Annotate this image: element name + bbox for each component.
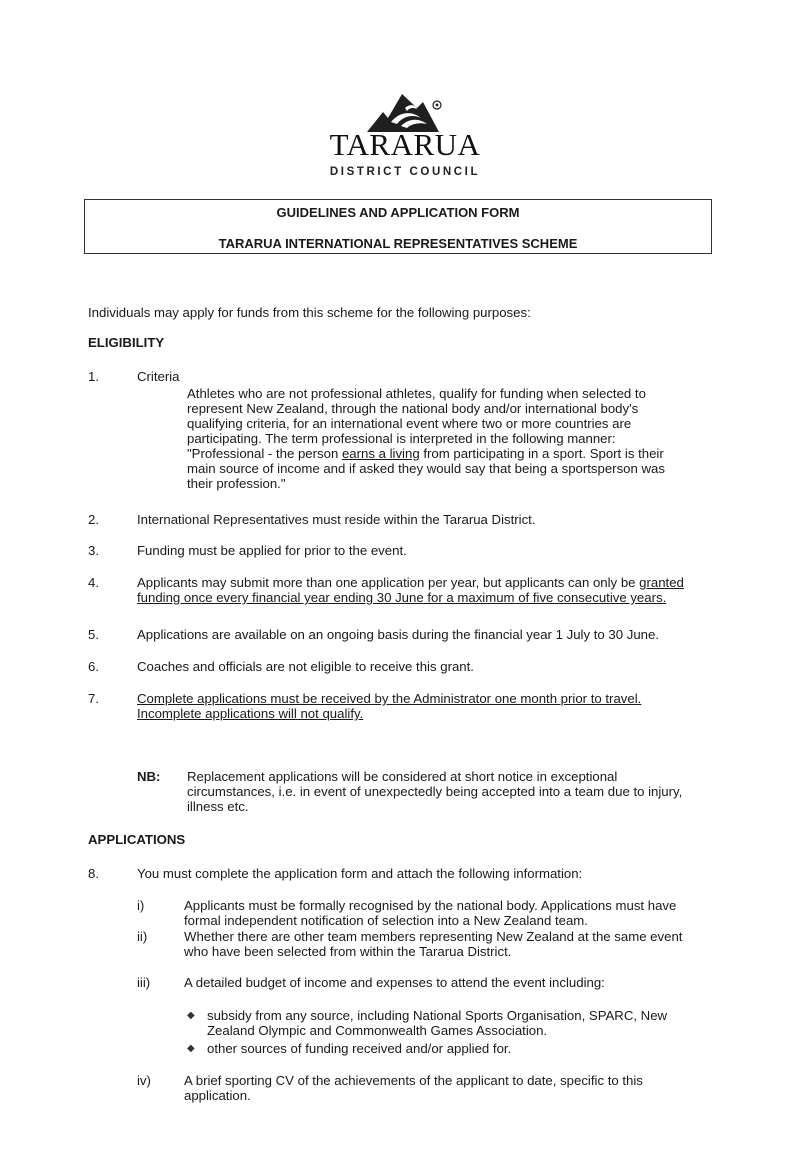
intro-text: Individuals may apply for funds from thi… xyxy=(88,305,531,320)
item-text: You must complete the application form a… xyxy=(137,866,583,881)
text-line: A brief sporting CV of the achievements … xyxy=(184,1073,643,1088)
org-name: TARARUA xyxy=(329,127,481,162)
applications-heading: APPLICATIONS xyxy=(88,832,186,847)
sub-item-number: iii) xyxy=(137,975,151,990)
form-title: GUIDELINES AND APPLICATION FORM xyxy=(276,205,520,220)
text-line: subsidy from any source, including Natio… xyxy=(207,1008,668,1023)
text-line: main source of income and if asked they … xyxy=(187,461,665,476)
council-logo xyxy=(355,82,465,140)
text-line: Applicants must be formally recognised b… xyxy=(184,898,677,913)
item-number: 2. xyxy=(88,512,99,527)
item-number: 3. xyxy=(88,543,99,558)
item-number: 5. xyxy=(88,627,99,642)
item-number: 1. xyxy=(88,369,99,384)
item-text: Coaches and officials are not eligible t… xyxy=(137,659,474,674)
underlined-text: Incomplete applications will not qualify… xyxy=(137,706,364,721)
eligibility-heading: ELIGIBILITY xyxy=(88,335,165,350)
scheme-title: TARARUA INTERNATIONAL REPRESENTATIVES SC… xyxy=(218,236,578,251)
text-line: illness etc. xyxy=(187,799,249,814)
org-subtitle: DISTRICT COUNCIL xyxy=(329,166,481,178)
text-line: Zealand Olympic and Commonwealth Games A… xyxy=(207,1023,548,1038)
bullet-text: subsidy from any source, including Natio… xyxy=(207,1008,709,1038)
text-line: circumstances, i.e. in event of unexpect… xyxy=(187,784,683,799)
item-number: 7. xyxy=(88,691,99,706)
sub-item-text: A detailed budget of income and expenses… xyxy=(184,975,605,990)
sub-item-number: ii) xyxy=(137,929,148,944)
sub-item-text: Whether there are other team members rep… xyxy=(184,929,709,959)
text-line: participating. The term professional is … xyxy=(187,431,616,446)
underlined-text: funding once every financial year ending… xyxy=(137,590,667,605)
item-text: International Representatives must resid… xyxy=(137,512,536,527)
title-box xyxy=(84,199,712,254)
text-line: who have been selected from within the T… xyxy=(184,944,512,959)
text-run: Applicants may submit more than one appl… xyxy=(137,575,640,590)
criteria-title: Criteria xyxy=(137,369,180,384)
text-run: from participating in a sport. Sport is … xyxy=(419,446,664,461)
item-text: Applications are available on an ongoing… xyxy=(137,627,659,642)
criteria-paragraph: Athletes who are not professional athlet… xyxy=(187,386,709,491)
item-text: Funding must be applied for prior to the… xyxy=(137,543,407,558)
bullet-diamond-icon: ◆ xyxy=(187,1043,195,1054)
underlined-text: earns a living xyxy=(341,446,420,461)
underlined-text: Complete applications must be received b… xyxy=(137,691,642,706)
sub-item-number: iv) xyxy=(137,1073,151,1088)
text-line: Replacement applications will be conside… xyxy=(187,769,618,784)
sub-item-number: i) xyxy=(137,898,145,913)
text-line: Athletes who are not professional athlet… xyxy=(187,386,646,401)
text-line: represent New Zealand, through the natio… xyxy=(187,401,639,416)
text-line: their profession." xyxy=(187,476,286,491)
bullet-diamond-icon: ◆ xyxy=(187,1010,195,1021)
item-text: Complete applications must be received b… xyxy=(137,691,709,721)
item-number: 6. xyxy=(88,659,99,674)
item-number: 8. xyxy=(88,866,99,881)
text-line: formal independent notification of selec… xyxy=(184,913,588,928)
tararua-mountain-wave-logo-icon xyxy=(367,94,442,132)
item-text: Applicants may submit more than one appl… xyxy=(137,575,709,605)
sub-item-text: A brief sporting CV of the achievements … xyxy=(184,1073,703,1103)
nb-label: NB: xyxy=(137,769,161,784)
text-line: Whether there are other team members rep… xyxy=(184,929,683,944)
underlined-text: granted xyxy=(639,575,684,590)
bullet-text: other sources of funding received and/or… xyxy=(207,1041,512,1056)
text-line: application. xyxy=(184,1088,251,1103)
nb-text: Replacement applications will be conside… xyxy=(187,769,707,814)
text-line: Applicants may submit more than one appl… xyxy=(137,575,709,590)
item-number: 4. xyxy=(88,575,99,590)
text-line: qualifying criteria, for an internationa… xyxy=(187,416,632,431)
sub-item-text: Applicants must be formally recognised b… xyxy=(184,898,709,928)
text-line: "Professional - the person earns a livin… xyxy=(187,446,709,461)
text-run: "Professional - the person xyxy=(187,446,342,461)
